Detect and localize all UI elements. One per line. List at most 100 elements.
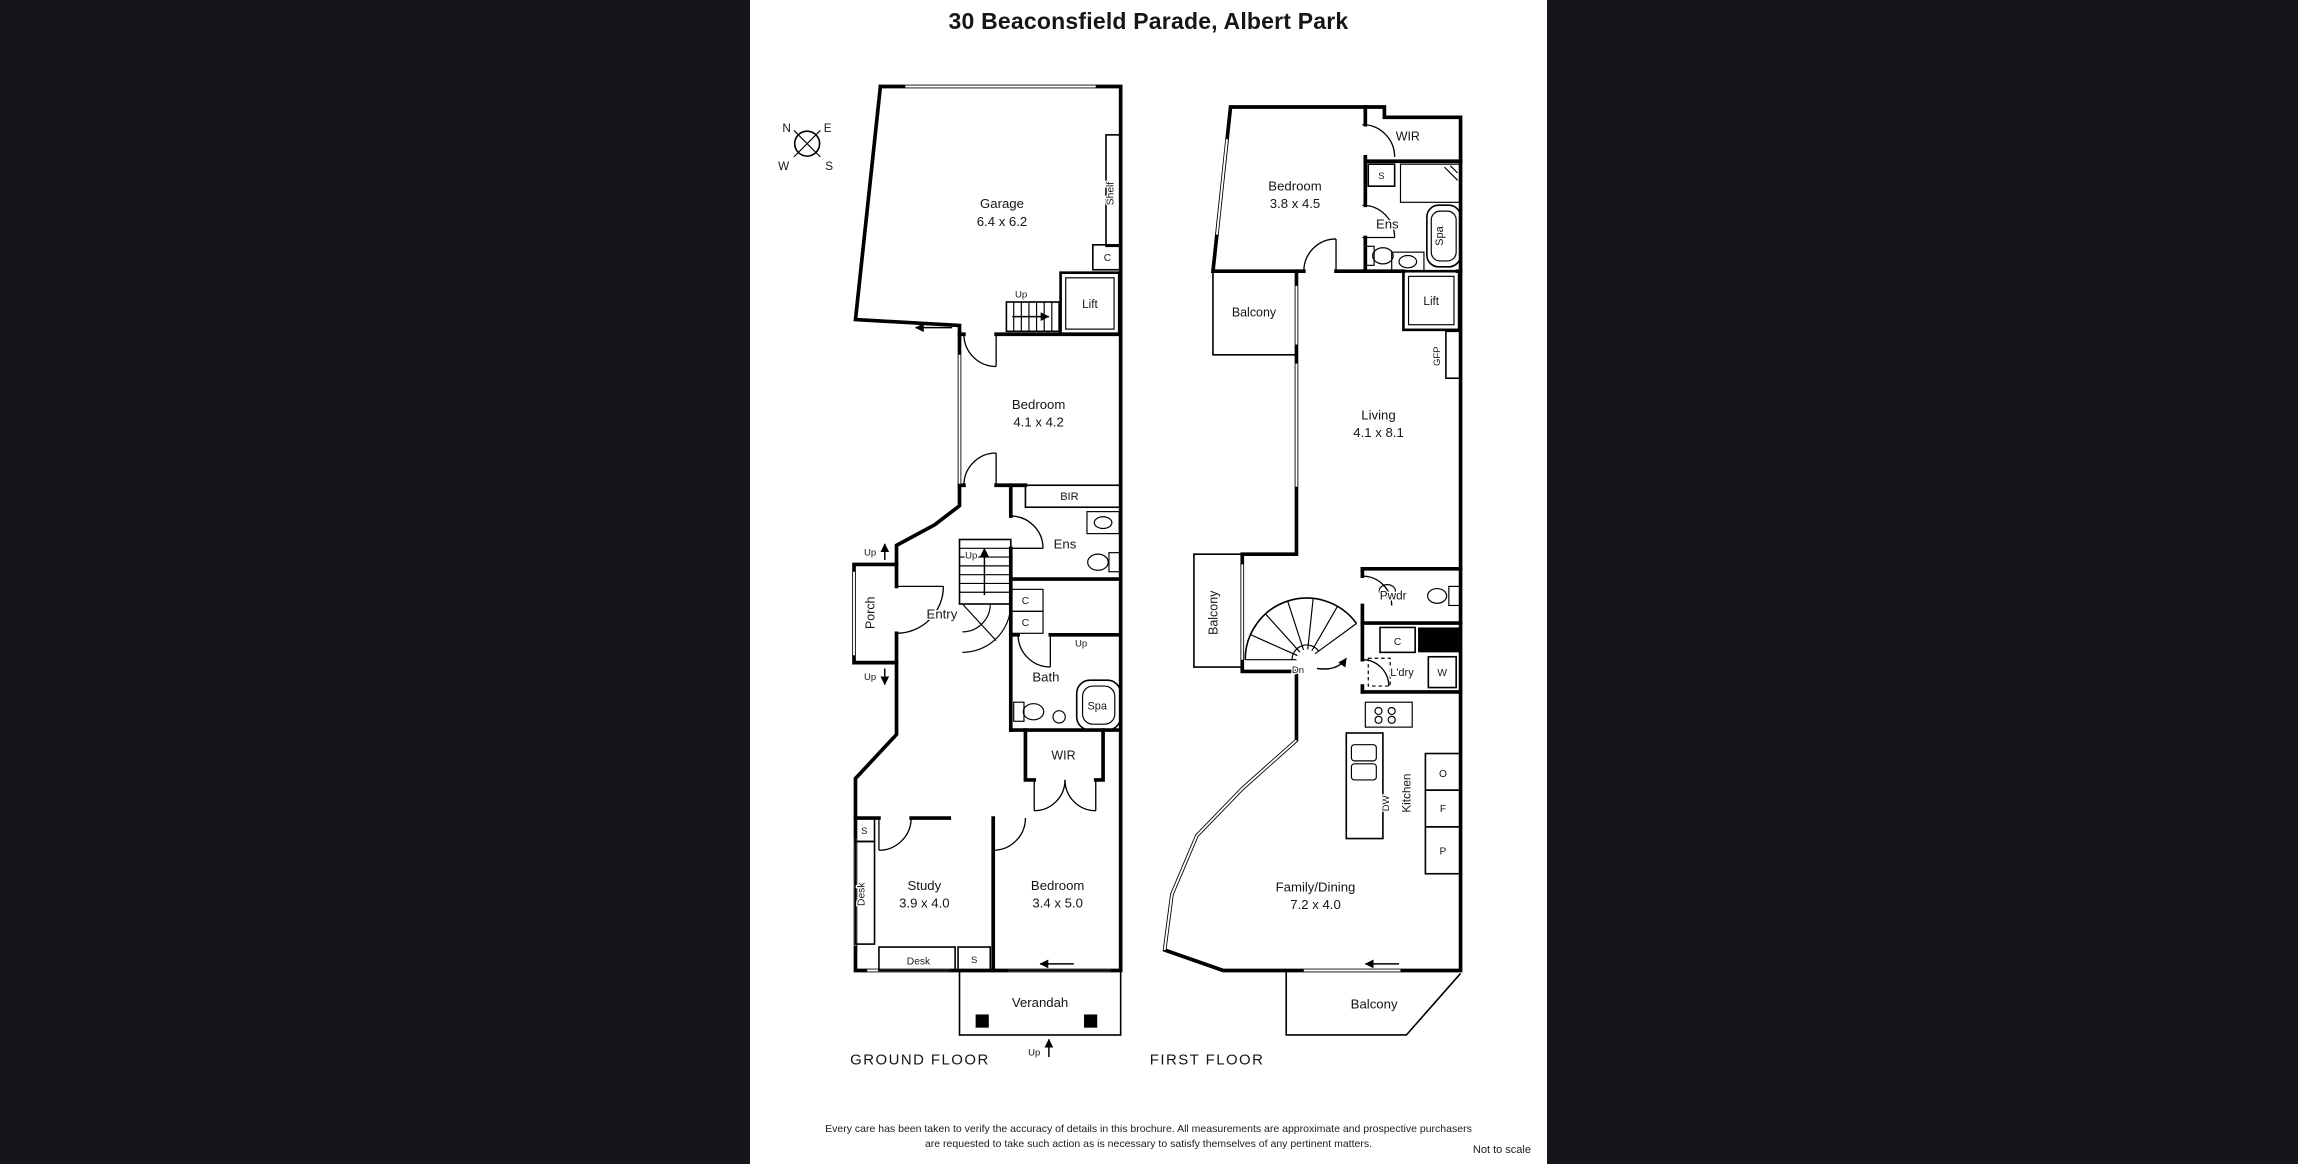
- ground-labels: Garage 6.4 x 6.2 Shelf C Lift Up Bedroom…: [849, 180, 1118, 1069]
- study-desk-side: [854, 840, 876, 945]
- g-shelf-label: Shelf: [1105, 182, 1116, 206]
- ens-shelf: [1367, 163, 1396, 187]
- g-closet1-label: C: [1022, 596, 1030, 607]
- g-garage-dims: 6.4 x 6.2: [977, 214, 1028, 229]
- ground-arrows: [880, 323, 1074, 1057]
- first-spa-tub: [1426, 204, 1462, 268]
- first-floor-title: FIRST FLOOR: [1150, 1051, 1265, 1068]
- first-stairs: [1244, 597, 1358, 670]
- sink-bowl-1: [1350, 744, 1377, 762]
- f-fridge-label: F: [1440, 804, 1446, 815]
- ground-verandah: [958, 969, 1122, 1036]
- ground-doors: [878, 334, 1097, 851]
- g-up-verandah-label: Up: [1028, 1048, 1040, 1059]
- g-desk-bottom-label: Desk: [907, 957, 931, 968]
- f-family-label: Family/Dining: [1276, 879, 1356, 894]
- floorplan-sheet: 30 Beaconsfield Parade, Albert Park N E …: [750, 0, 1547, 1164]
- g-spa-label: Spa: [1087, 701, 1107, 713]
- pantry-box: [1424, 826, 1462, 875]
- g-up-garage-label: Up: [1015, 290, 1027, 301]
- compass-e: E: [824, 122, 832, 135]
- sink-bowl-2: [1350, 763, 1377, 781]
- f-lift-label: Lift: [1423, 295, 1439, 308]
- f-pantry-label: P: [1440, 847, 1447, 858]
- g-up-porch-top: Up: [864, 548, 876, 559]
- g-bir-label: BIR: [1060, 491, 1078, 503]
- bir-robe: [1024, 484, 1122, 509]
- shelf-unit: [1105, 134, 1122, 248]
- ground-lift-box: [1059, 271, 1121, 336]
- first-fixtures: [1345, 163, 1462, 875]
- f-balcony-top-label: Balcony: [1232, 306, 1277, 320]
- f-c-label: C: [1394, 637, 1402, 648]
- g-study-dims: 3.9 x 4.0: [899, 895, 950, 910]
- g-bedroom2-label: Bedroom: [1031, 878, 1084, 893]
- f-dn-label: Dn: [1292, 665, 1304, 676]
- compass-w: W: [778, 160, 790, 173]
- g-porch-label: Porch: [864, 596, 878, 629]
- floorplan-canvas: N E W S: [777, 84, 1463, 1070]
- g-s-wall-label: S: [861, 826, 867, 837]
- first-labels: WIR Bedroom 3.8 x 4.5 S Ens Spa Balcony …: [1148, 128, 1448, 1069]
- first-windows: [1163, 139, 1401, 972]
- g-closet2-label: C: [1022, 618, 1030, 629]
- page-title: 30 Beaconsfield Parade, Albert Park: [948, 8, 1349, 34]
- ens-shower: [1399, 163, 1462, 203]
- g-s-bottom-label: S: [971, 955, 977, 966]
- g-bath-label: Bath: [1032, 670, 1059, 685]
- f-living-label: Living: [1361, 407, 1395, 422]
- f-family-dims: 7.2 x 4.0: [1290, 897, 1341, 912]
- scale-note: Not to scale: [1472, 1144, 1531, 1156]
- first-walls: [1162, 105, 1463, 973]
- compass-rose: N E W S: [777, 121, 835, 175]
- compass-s: S: [825, 160, 833, 173]
- first-floor-plan: WIR Bedroom 3.8 x 4.5 S Ens Spa Balcony …: [1148, 105, 1463, 1070]
- first-doors: [1303, 123, 1396, 687]
- kitchen-island: [1345, 732, 1384, 840]
- washer-box: [1427, 655, 1457, 689]
- f-wir-label: WIR: [1396, 130, 1420, 144]
- first-balconies: [1193, 271, 1462, 1036]
- g-up-porch-bottom: Up: [864, 672, 876, 683]
- f-balcony-bottom-label: Balcony: [1351, 997, 1398, 1012]
- cooktop-bench: [1364, 701, 1413, 728]
- compass-n: N: [782, 122, 790, 135]
- f-dw-label: DW: [1381, 795, 1392, 811]
- g-up-bath-label: Up: [1075, 639, 1087, 650]
- hall-closet-2: [1010, 610, 1044, 634]
- study-desk-bottom: [878, 946, 956, 972]
- ground-floor-plan: Garage 6.4 x 6.2 Shelf C Lift Up Bedroom…: [849, 84, 1123, 1070]
- f-balcony-mid-label: Balcony: [1206, 590, 1220, 635]
- disclaimer-text: Every care has been taken to verify the …: [750, 1122, 1547, 1151]
- g-lift-label: Lift: [1082, 298, 1098, 311]
- f-oven-label: O: [1439, 769, 1447, 780]
- garage-cupboard: [1092, 244, 1122, 271]
- f-pwdr-label: Pwdr: [1380, 590, 1407, 603]
- verandah-post-left: [975, 1014, 989, 1028]
- gas-fireplace: [1445, 330, 1462, 380]
- g-study-label: Study: [908, 878, 942, 893]
- g-wir-label: WIR: [1051, 748, 1075, 762]
- f-spa-label: Spa: [1434, 225, 1446, 245]
- duct-void: [1418, 627, 1460, 653]
- g-bedroom1-dims: 4.1 x 4.2: [1013, 415, 1064, 430]
- g-bedroom2-dims: 3.4 x 5.0: [1032, 895, 1083, 910]
- f-bedroom-dims: 3.8 x 4.5: [1270, 196, 1321, 211]
- disclaimer-line1: Every care has been taken to verify the …: [825, 1123, 1472, 1135]
- ground-stairs: [958, 301, 1060, 653]
- linen-dashed: [1367, 657, 1391, 687]
- hall-cupboard: [1379, 626, 1416, 654]
- g-ens-label: Ens: [1054, 536, 1077, 551]
- f-ldry-label: L'dry: [1390, 667, 1414, 679]
- g-entry-label: Entry: [927, 607, 958, 622]
- ground-spa-tub: [1075, 679, 1122, 731]
- f-living-dims: 4.1 x 8.1: [1353, 425, 1404, 440]
- first-lift-box: [1402, 269, 1461, 332]
- f-w-label: W: [1437, 668, 1447, 679]
- f-bedroom-label: Bedroom: [1268, 179, 1321, 194]
- g-verandah-label: Verandah: [1012, 995, 1068, 1010]
- ground-floor-title: GROUND FLOOR: [850, 1051, 990, 1068]
- g-up-stairs-label: Up: [965, 551, 977, 562]
- g-cupboard-label: C: [1104, 253, 1112, 264]
- f-gfp-label: GFP: [1432, 346, 1443, 366]
